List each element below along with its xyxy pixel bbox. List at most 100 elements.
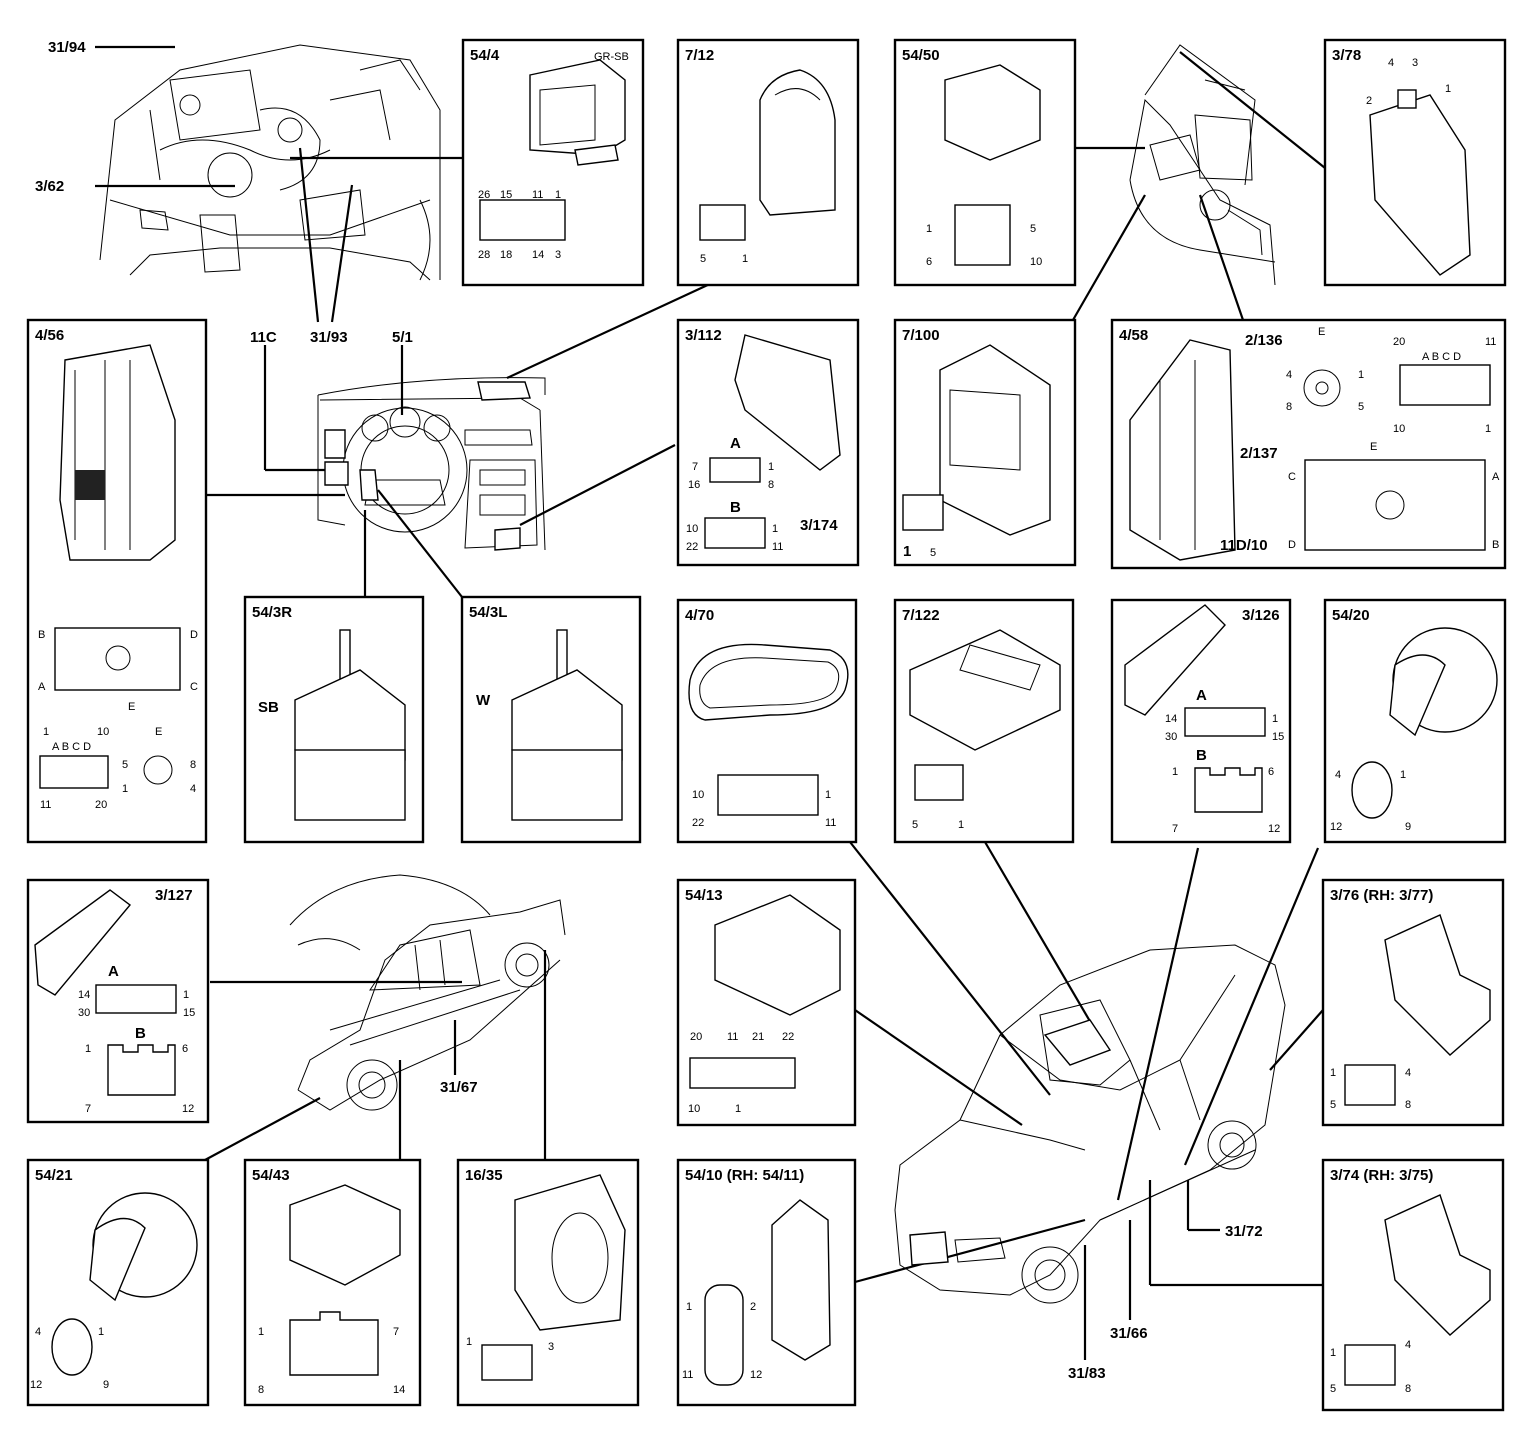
svg-text:1: 1	[1485, 423, 1491, 435]
svg-text:D: D	[190, 629, 198, 641]
svg-text:1: 1	[98, 1326, 104, 1338]
connector-face	[954, 204, 1011, 266]
svg-text:1: 1	[958, 819, 964, 831]
svg-text:11: 11	[727, 1031, 738, 1043]
panel-3-126: 3/126 A 14 1 30 15 B 1 6 7 12	[1110, 598, 1292, 844]
panel-id: 54/21	[35, 1167, 73, 1184]
svg-text:6: 6	[926, 256, 932, 268]
svg-text:1: 1	[555, 189, 561, 201]
panel-54-13: 54/13 20 11 21 22 10 1	[676, 878, 857, 1127]
panel-4-58: 4/58 E 4 1 8 5 A B C D 20 11 10 1 E C A …	[1110, 318, 1507, 570]
panel-3-78: 3/78 4 3 2 1	[1323, 38, 1507, 287]
svg-text:7: 7	[1172, 823, 1178, 835]
panel-54-3r: 54/3R SB	[243, 595, 425, 844]
connector-face	[289, 1311, 379, 1376]
svg-text:15: 15	[500, 189, 512, 201]
panel-id: 7/12	[685, 47, 714, 64]
panel-7-100: 7/100 1 5	[893, 318, 1077, 567]
panel-id: 3/112	[685, 327, 722, 344]
svg-text:11: 11	[532, 189, 543, 201]
panel-id: 4/70	[685, 607, 714, 624]
svg-text:11: 11	[825, 817, 836, 829]
svg-text:3: 3	[1412, 57, 1418, 69]
connector-face	[54, 627, 181, 691]
svg-text:A B C D: A B C D	[52, 741, 91, 753]
svg-text:8: 8	[768, 479, 774, 491]
connector-main-face	[1304, 459, 1486, 551]
connector-b-face	[704, 517, 766, 549]
svg-text:A: A	[1492, 471, 1500, 483]
svg-text:5: 5	[1358, 401, 1364, 413]
svg-text:8: 8	[258, 1384, 264, 1396]
svg-text:1: 1	[1400, 769, 1406, 781]
panel-id: 3/126	[1242, 607, 1280, 624]
svg-text:12: 12	[750, 1369, 762, 1381]
svg-text:4: 4	[1405, 1339, 1411, 1351]
svg-text:1: 1	[686, 1301, 692, 1313]
panel-4-70: 4/70 10 1 22 11	[676, 598, 858, 844]
svg-text:W: W	[476, 692, 491, 709]
svg-text:14: 14	[78, 989, 90, 1001]
panel-54-20: 54/20 4 1 12 9	[1323, 598, 1507, 844]
panel-id: 54/4	[470, 47, 500, 64]
svg-text:28: 28	[478, 249, 490, 261]
panel-4-56: 4/56 B D A C E A B C D 1 10 11 20 E 5 8 …	[26, 318, 208, 844]
svg-text:2: 2	[750, 1301, 756, 1313]
svg-text:4: 4	[35, 1326, 41, 1338]
connector-face	[689, 1057, 796, 1089]
connector-b-face	[1194, 767, 1263, 813]
svg-text:8: 8	[1405, 1383, 1411, 1395]
callout-31-66: 31/66	[1110, 1325, 1148, 1342]
svg-text:10: 10	[1030, 256, 1042, 268]
panel-id: 3/127	[155, 887, 193, 904]
svg-text:7: 7	[85, 1103, 91, 1115]
panel-id: 3/78	[1332, 47, 1361, 64]
svg-text:8: 8	[1286, 401, 1292, 413]
callout-labels: 31/94 3/62 31/93 11C 5/1 3/174 2/136 2/1…	[35, 39, 1283, 1382]
front-car-illustration	[894, 944, 1286, 1304]
svg-text:E: E	[1370, 441, 1377, 453]
svg-text:30: 30	[1165, 731, 1177, 743]
svg-text:B: B	[38, 629, 45, 641]
svg-text:14: 14	[532, 249, 544, 261]
svg-text:20: 20	[1393, 336, 1405, 348]
svg-text:4: 4	[190, 783, 196, 795]
svg-text:A B C D: A B C D	[1422, 351, 1461, 363]
svg-text:1: 1	[1445, 83, 1451, 95]
connector-face	[902, 494, 944, 531]
svg-text:1: 1	[1330, 1067, 1336, 1079]
svg-text:26: 26	[478, 189, 490, 201]
svg-text:5: 5	[930, 547, 936, 559]
svg-text:3: 3	[555, 249, 561, 261]
svg-text:6: 6	[182, 1043, 188, 1055]
svg-text:8: 8	[1405, 1099, 1411, 1111]
connector-a-face	[709, 457, 761, 483]
callout-3-174: 3/174	[800, 517, 838, 534]
svg-text:15: 15	[1272, 731, 1284, 743]
svg-text:10: 10	[97, 726, 109, 738]
panel-54-50: 54/50 1 5 6 10	[893, 38, 1077, 287]
connector-face	[51, 1318, 93, 1376]
connector-abcd-face	[1399, 364, 1491, 406]
svg-text:4: 4	[1335, 769, 1341, 781]
svg-text:B: B	[1492, 539, 1499, 551]
panel-id: 54/3L	[469, 604, 507, 621]
svg-text:5: 5	[700, 253, 706, 265]
svg-text:11: 11	[682, 1369, 693, 1381]
svg-text:1: 1	[122, 783, 128, 795]
trunk-illustration	[1129, 44, 1276, 286]
svg-text:21: 21	[752, 1031, 764, 1043]
svg-text:30: 30	[78, 1007, 90, 1019]
svg-text:A: A	[108, 963, 119, 980]
svg-text:6: 6	[1268, 766, 1274, 778]
svg-text:11: 11	[1485, 336, 1496, 348]
svg-text:7: 7	[393, 1326, 399, 1338]
panel-54-43: 54/43 1 7 8 14	[243, 1158, 422, 1407]
connector-face	[1351, 761, 1393, 819]
svg-text:A: A	[730, 435, 741, 452]
svg-text:SB: SB	[258, 699, 279, 716]
callout-2-136: 2/136	[1245, 332, 1283, 349]
svg-text:14: 14	[1165, 713, 1177, 725]
svg-text:B: B	[135, 1025, 146, 1042]
